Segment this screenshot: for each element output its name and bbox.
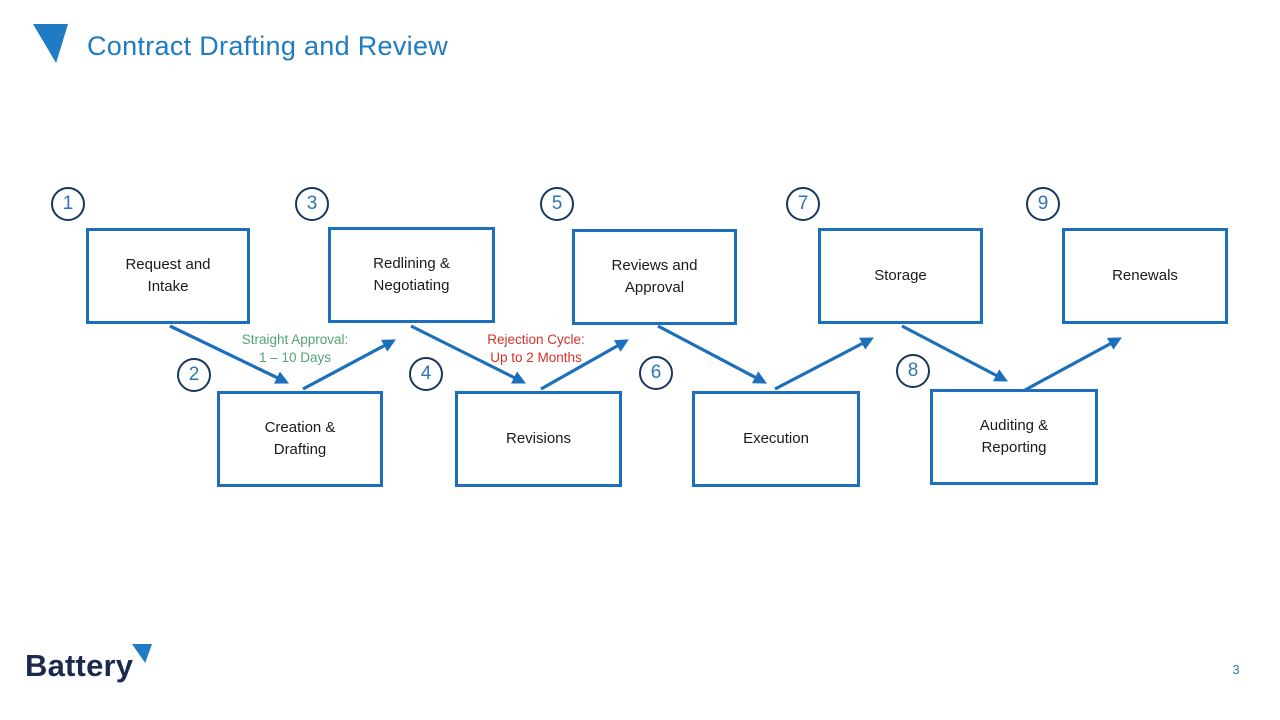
flow-step-box-3: Redlining & Negotiating	[328, 227, 495, 323]
flow-step-box-4: Revisions	[455, 391, 622, 487]
flow-step-box-9: Renewals	[1062, 228, 1228, 324]
arrow-step6-to-step7	[774, 337, 874, 391]
arrow-step2-to-step3	[302, 339, 396, 391]
flow-step-box-7: Storage	[818, 228, 983, 324]
flow-step-label-3: Redlining & Negotiating	[373, 255, 450, 294]
annotation-rejection-cycle: Rejection Cycle: Up to 2 Months	[487, 332, 585, 365]
flow-step-label-1: Request and Intake	[125, 256, 211, 295]
flow-step-label-6: Execution	[743, 430, 809, 447]
slide-header: Contract Drafting and Review	[0, 0, 1280, 80]
arrow-step7-to-step8	[901, 324, 1008, 382]
step-number-badge-9: 9	[1026, 187, 1060, 221]
battery-logo-text: Battery	[25, 648, 134, 683]
arrow-step8-to-step9	[1024, 337, 1122, 392]
flow-step-box-5: Reviews and Approval	[572, 229, 737, 325]
flow-step-box-1: Request and Intake	[86, 228, 250, 324]
flow-step-label-9: Renewals	[1112, 267, 1178, 284]
flow-step-label-4: Revisions	[505, 430, 572, 447]
page-title: Contract Drafting and Review	[87, 31, 449, 61]
flow-step-label-5: Reviews and Approval	[611, 257, 698, 296]
flow-step-box-8: Auditing & Reporting	[930, 389, 1098, 485]
page-number: 3	[1232, 662, 1240, 677]
flow-step-label-7: Storage	[874, 267, 927, 284]
flow-step-label-8: Auditing & Reporting	[979, 417, 1049, 456]
flow-step-label-2: Creation & Drafting	[264, 419, 336, 458]
step-number-badge-1: 1	[51, 187, 85, 221]
step-number-badge-3: 3	[295, 187, 329, 221]
step-number-badge-2: 2	[177, 358, 211, 392]
annotation-straight-approval: Straight Approval: 1 – 10 Days	[241, 332, 349, 365]
arrow-step1-to-step2	[169, 324, 290, 384]
arrow-step5-to-step6	[657, 324, 767, 384]
step-number-badge-4: 4	[409, 357, 443, 391]
flow-step-box-6: Execution	[692, 391, 860, 487]
flow-step-box-2: Creation & Drafting	[217, 391, 383, 487]
arrow-step4-to-step5	[540, 339, 629, 391]
step-number-badge-8: 8	[896, 354, 930, 388]
step-number-badge-5: 5	[540, 187, 574, 221]
step-number-badge-6: 6	[639, 356, 673, 390]
battery-logo: Battery	[25, 644, 152, 684]
arrow-step3-to-step4	[410, 324, 527, 384]
step-number-badge-7: 7	[786, 187, 820, 221]
